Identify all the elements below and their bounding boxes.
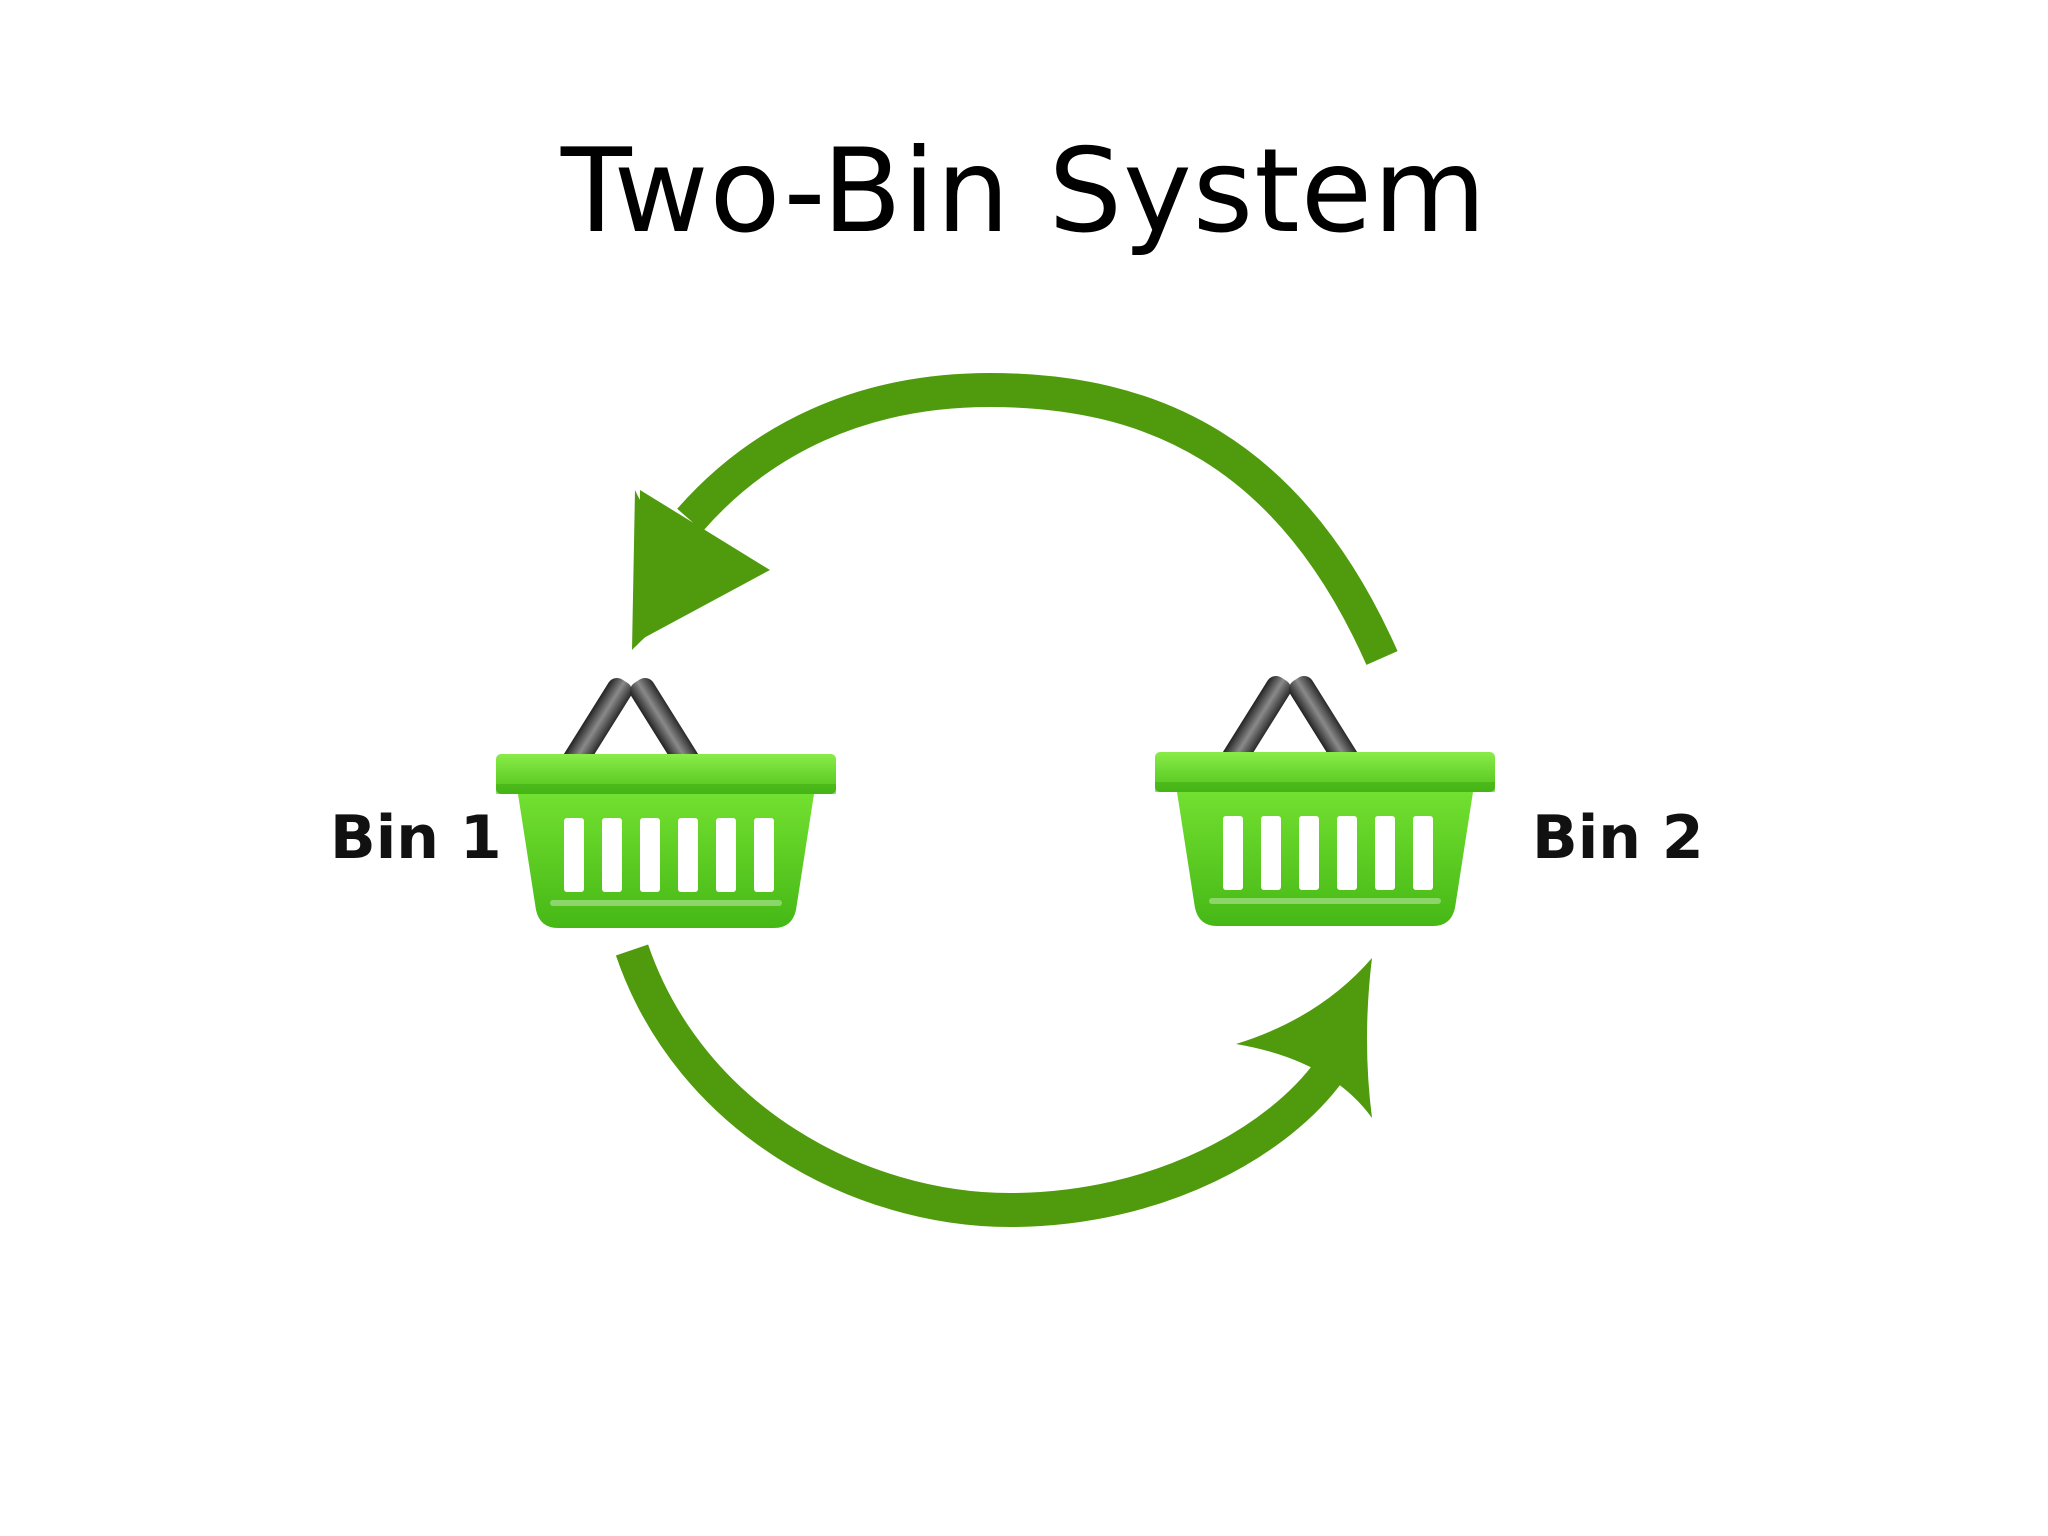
bottom-arc xyxy=(615,944,1344,1228)
replenish-arrow xyxy=(615,944,1372,1228)
bin-1-label: Bin 1 xyxy=(330,803,502,873)
return-arrow xyxy=(632,372,1398,665)
basket-icon xyxy=(496,678,836,928)
arrow-head-right-shape xyxy=(1236,958,1372,1118)
basket-icon xyxy=(1155,676,1495,926)
page-title: Two-Bin System xyxy=(560,124,1488,259)
top-arc xyxy=(677,372,1398,665)
arrow-head-left-shape xyxy=(632,490,770,650)
bin-2-label: Bin 2 xyxy=(1532,803,1704,873)
